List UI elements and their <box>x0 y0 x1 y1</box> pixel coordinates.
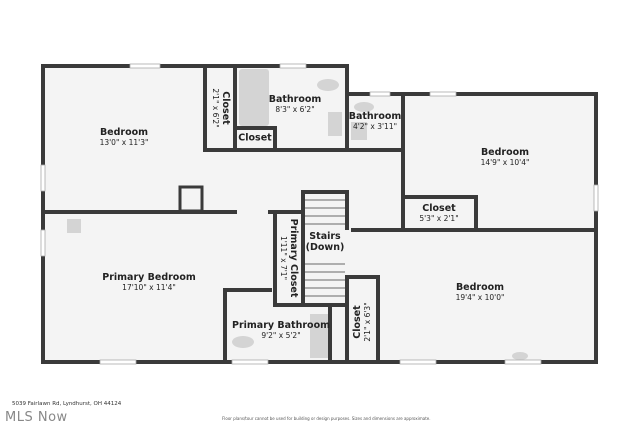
walls <box>41 64 598 364</box>
room-name: Closet <box>422 203 456 214</box>
room-dims: (Down) <box>305 242 345 253</box>
room-dims: 19'4" x 10'0" <box>455 293 505 302</box>
sink-icon <box>328 112 342 136</box>
stair-treads <box>305 199 345 297</box>
windows <box>40 63 599 365</box>
room-dims: 1'11" x 7'1" <box>279 235 288 281</box>
room-name: Primary Bathroom <box>232 320 330 331</box>
room-name: Bathroom <box>348 111 402 122</box>
room-name: Closet <box>238 132 272 144</box>
room-dims: 9'2" x 5'2" <box>261 331 301 340</box>
shower-icon <box>310 314 330 358</box>
room-name: Closet <box>220 91 231 125</box>
room-dims: 13'0" x 11'3" <box>99 138 149 147</box>
room-dims: 2'1" x 6'3" <box>363 302 372 342</box>
room-name: Bedroom <box>480 147 530 158</box>
room-name: Bathroom <box>268 94 322 105</box>
room-dims: 8'3" x 6'2" <box>275 105 315 114</box>
room-name: Bedroom <box>455 282 505 293</box>
room-name: Primary Closet <box>288 218 299 298</box>
chimney <box>178 185 204 213</box>
toilet-icon <box>317 79 339 91</box>
toilet-icon <box>354 102 374 112</box>
sink-icon <box>351 122 367 140</box>
room-dims: 14'9" x 10'4" <box>480 158 530 167</box>
room-name: Stairs <box>309 231 341 242</box>
room-name: Bedroom <box>99 127 149 138</box>
room-dims: 4'2" x 3'11" <box>352 122 398 131</box>
toilet-icon <box>232 336 254 348</box>
fixtures <box>67 69 528 360</box>
toilet-icon <box>512 352 528 360</box>
vent-icon <box>67 219 81 233</box>
room-closet-2: Closet <box>238 133 271 144</box>
room-dims: 2'1" x 6'2" <box>211 88 220 128</box>
bathtub-icon <box>239 69 269 126</box>
room-dims: 5'3" x 2'1" <box>419 214 459 223</box>
address: 5039 Fairlawn Rd, Lyndhurst, OH 44124 <box>12 401 122 407</box>
room-dims: 17'10" x 11'4" <box>122 283 176 292</box>
room-name: Primary Bedroom <box>102 272 196 283</box>
stairs: Stairs(Down) <box>306 231 345 253</box>
disclaimer: Floor plans/tour cannot be used for buil… <box>222 416 431 421</box>
room-name: Closet <box>352 305 363 339</box>
mls-now-logo: MLS Now <box>5 410 68 425</box>
